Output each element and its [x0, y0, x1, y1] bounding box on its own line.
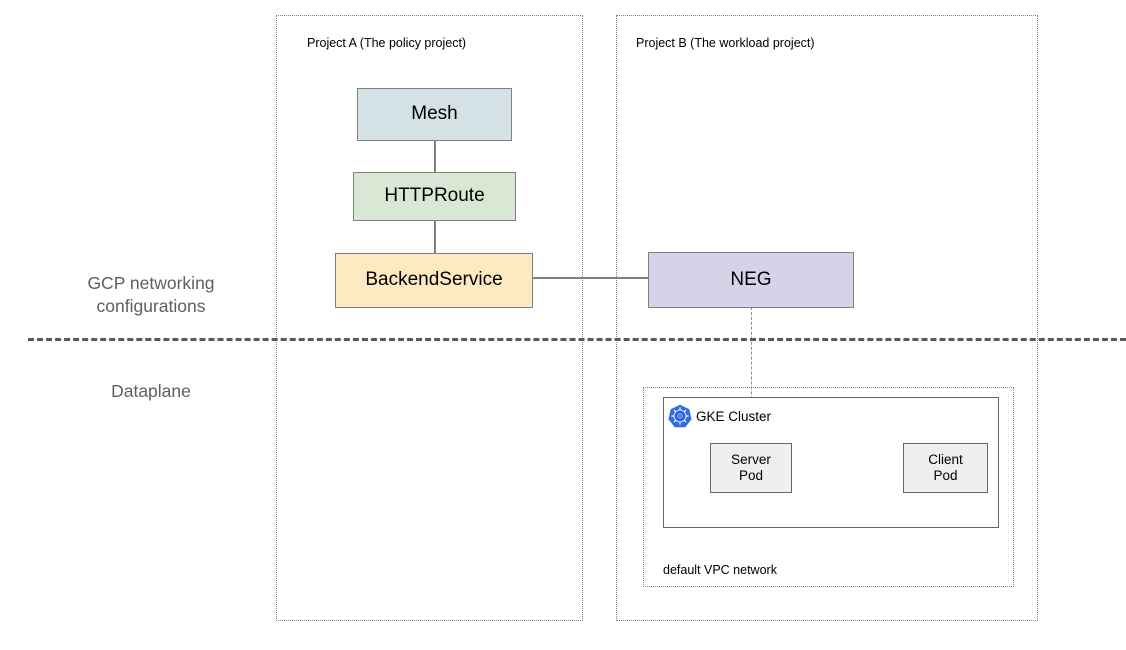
gke-cluster-title: GKE Cluster [696, 409, 772, 424]
plane-label-configurations: GCP networking configurations [87, 273, 215, 316]
project-b-container [616, 15, 1038, 621]
plane-divider [28, 338, 1126, 341]
vpc-network-label: default VPC network [663, 563, 777, 577]
project-a-container [276, 15, 583, 621]
node-server-pod-label: Server Pod [731, 452, 771, 483]
node-client-pod-label: Client Pod [928, 452, 963, 483]
node-neg[interactable]: NEG [648, 252, 854, 308]
node-neg-label: NEG [730, 268, 772, 290]
project-b-label: Project B (The workload project) [636, 36, 815, 50]
connector-neg-server-pod [751, 307, 752, 444]
node-mesh-label: Mesh [411, 103, 458, 125]
plane-label-dataplane: Dataplane [111, 381, 191, 401]
node-httproute-label: HTTPRoute [384, 185, 485, 207]
node-client-pod[interactable]: Client Pod [903, 443, 988, 493]
node-server-pod[interactable]: Server Pod [710, 443, 792, 493]
node-backendservice[interactable]: BackendService [335, 253, 533, 308]
kubernetes-icon [668, 404, 692, 428]
connector-httproute-backendservice [434, 220, 436, 254]
node-httproute[interactable]: HTTPRoute [353, 172, 516, 221]
connector-mesh-httproute [434, 140, 436, 173]
connector-backendservice-neg [532, 277, 649, 279]
vpc-network-container [643, 387, 1014, 587]
project-a-label: Project A (The policy project) [307, 36, 467, 50]
node-mesh[interactable]: Mesh [357, 88, 512, 141]
node-backendservice-label: BackendService [365, 269, 503, 291]
